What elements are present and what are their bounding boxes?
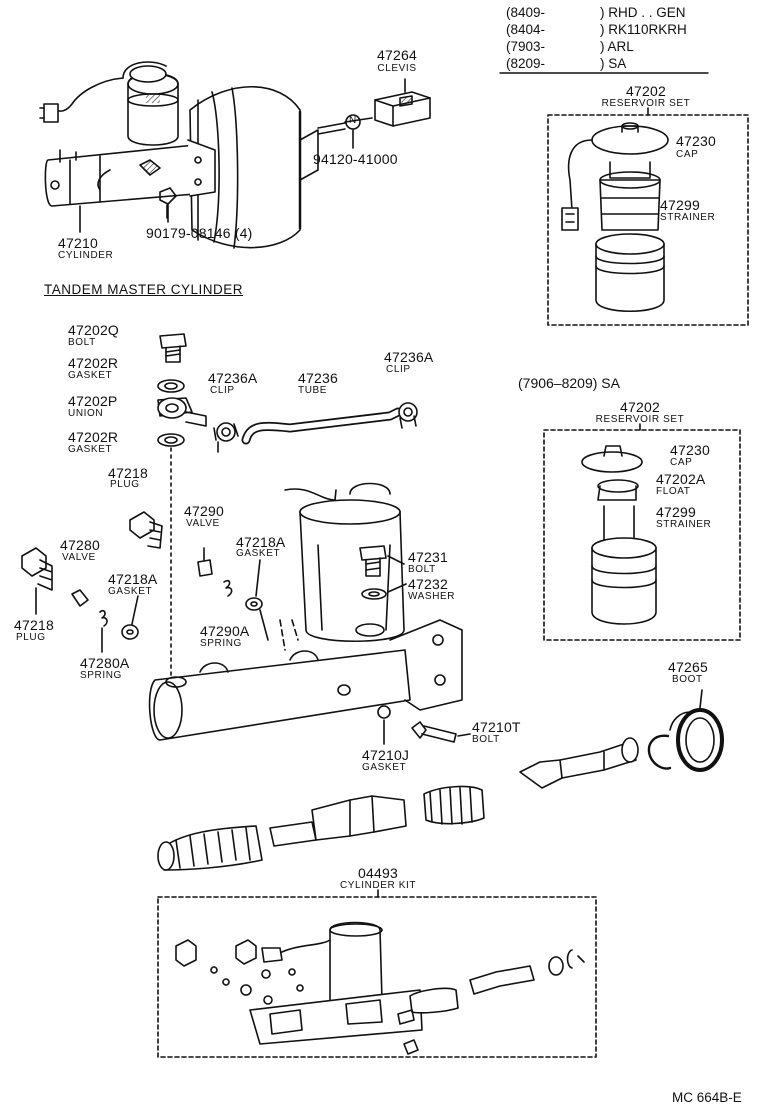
part-name-label: GASKET xyxy=(362,762,407,773)
part-name-label: CAP xyxy=(676,149,699,160)
part-number-label: 47236 xyxy=(298,370,338,386)
part-number-label: 47290A xyxy=(200,623,250,639)
section-title: TANDEM MASTER CYLINDER xyxy=(44,282,244,297)
reservoir-top-drawing xyxy=(561,122,669,313)
part-name-label: BOLT xyxy=(68,337,96,348)
reservoir-bottom-drawing xyxy=(581,445,657,625)
part-name-label: GASKET xyxy=(68,444,113,455)
part-number-label: 47210J xyxy=(362,747,410,763)
reservoir-set-box-bottom xyxy=(543,429,741,641)
part-number-label: 47232 xyxy=(408,576,448,592)
applicability-code: (8409- xyxy=(506,5,546,20)
part-name-label: BOLT xyxy=(472,734,500,745)
part-number-label: 47202Q xyxy=(68,322,120,338)
part-number-label: 47218 xyxy=(108,465,148,481)
cylinder-kit-box xyxy=(157,896,597,1058)
part-number-label: 47202R xyxy=(68,429,119,445)
part-number-label: 47202R xyxy=(68,355,119,371)
piston-spring-chain-drawing xyxy=(157,737,639,871)
part-number-label: 47231 xyxy=(408,549,448,565)
part-name-label: RESERVOIR SET xyxy=(595,414,685,425)
part-number-label: 47202 xyxy=(620,399,660,415)
applicability-model: ) SA xyxy=(600,56,627,71)
part-name-label: CLIP xyxy=(210,385,235,396)
part-number-label: 47299 xyxy=(656,504,696,520)
part-name-label: CLIP xyxy=(386,364,411,375)
part-number-label: 47218A xyxy=(108,571,158,587)
master-cylinder-body-drawing xyxy=(148,482,463,741)
part-name-label: VALVE xyxy=(186,518,220,529)
part-name-label: WASHER xyxy=(408,591,456,602)
applicability-code: (8209- xyxy=(506,56,546,71)
part-number-label: 47264 xyxy=(377,47,417,63)
part-number-label: 90179-08146 (4) xyxy=(146,225,253,241)
part-name-label: PLUG xyxy=(16,632,46,643)
cylinder-kit-contents-drawing xyxy=(175,921,585,1055)
part-name-label: UNION xyxy=(68,408,104,419)
bolt-47202q-drawing xyxy=(159,333,187,363)
applicability-model: ) ARL xyxy=(600,39,634,54)
part-name-label: GASKET xyxy=(108,586,153,597)
part-number-label: 47202 xyxy=(626,83,666,99)
part-name-label: CYLINDER KIT xyxy=(339,880,417,891)
part-name-label: GASKET xyxy=(68,370,113,381)
part-number-label: 47230 xyxy=(676,133,716,149)
clevis-drawing xyxy=(374,91,431,127)
booster-assembly-drawing xyxy=(39,61,373,249)
part-name-label: SPRING xyxy=(80,670,122,681)
part-number-label: 47202A xyxy=(656,471,706,487)
part-number-label: 47280A xyxy=(80,655,130,671)
part-number-label: 47299 xyxy=(660,197,700,213)
part-number-label: 47230 xyxy=(670,442,710,458)
part-name-label: FLOAT xyxy=(656,486,691,497)
part-name-label: PLUG xyxy=(110,479,140,490)
part-number-label: 47218A xyxy=(236,534,286,550)
part-name-label: GASKET xyxy=(236,548,281,559)
boot-drawing xyxy=(669,689,724,772)
part-name-label: BOOT xyxy=(672,674,703,685)
part-number-label: 47218 xyxy=(14,617,54,633)
part-number-label: 47210T xyxy=(472,719,521,735)
part-name-label: TUBE xyxy=(298,385,328,396)
part-number-label: 47290 xyxy=(184,503,224,519)
part-name-label: CLEVIS xyxy=(377,63,417,74)
part-name-label: CYLINDER xyxy=(58,250,114,261)
applicability-code: (8404- xyxy=(506,22,546,37)
part-name-label: VALVE xyxy=(62,552,96,563)
part-name-label: SPRING xyxy=(200,638,242,649)
clip-left-drawing xyxy=(213,422,239,453)
part-number-label: 47265 xyxy=(668,659,708,675)
clip-right-drawing xyxy=(398,402,418,429)
nut-marker-circle xyxy=(345,114,361,130)
part-name-label: STRAINER xyxy=(656,519,712,530)
part-number-label: 47210 xyxy=(58,235,98,251)
part-number-label: 47280 xyxy=(60,537,100,553)
part-number-label: 47236A xyxy=(384,349,434,365)
part-name-label: BOLT xyxy=(408,564,436,575)
plug-47218-lower-drawing xyxy=(21,547,53,615)
part-number-label: 04493 xyxy=(358,865,398,881)
part-name-label: CAP xyxy=(670,457,693,468)
part-name-label: RESERVOIR SET xyxy=(601,98,691,109)
applicability-code: (7903- xyxy=(506,39,546,54)
spring-47290a-drawing xyxy=(223,579,233,597)
applicability-model: ) RHD . . GEN xyxy=(600,5,686,20)
part-name-label: STRAINER xyxy=(660,212,716,223)
figure-code: MC 664B-E xyxy=(672,1090,742,1105)
part-number-label: 47202P xyxy=(68,393,118,409)
nut-marker-letter: N xyxy=(349,115,357,126)
part-number-label: 94120-41000 xyxy=(313,151,398,167)
part-number-label: 47236A xyxy=(208,370,258,386)
plug-47218-upper-drawing xyxy=(129,511,163,549)
applicability-model: ) RK110RKRH xyxy=(600,22,687,37)
alt-applicability: (7906–8209) SA xyxy=(518,375,620,391)
